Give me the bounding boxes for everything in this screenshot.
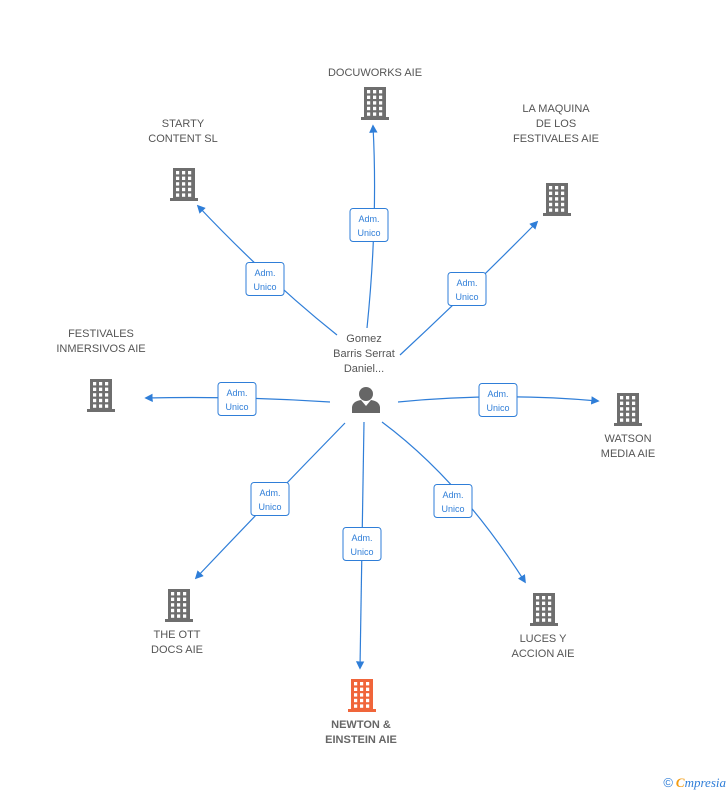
- building-icon: [361, 87, 389, 120]
- nodes-layer: DOCUWORKS AIE STARTY CONTENT SL LA MAQUINA D…: [56, 67, 655, 746]
- edge-label-text: Adm.: [442, 490, 463, 500]
- company-name-line: FESTIVALES: [68, 328, 134, 340]
- edge-label-box: [245, 262, 285, 296]
- company-name-line: MEDIA AIE: [601, 448, 655, 460]
- company-name-line: INMERSIVOS AIE: [56, 343, 145, 355]
- edge-label-box: [250, 482, 290, 516]
- company-node-newton[interactable]: NEWTON & EINSTEIN AIE: [325, 679, 397, 746]
- footer-brand[interactable]: ©Cmpresia: [663, 775, 726, 791]
- building-icon: [530, 593, 558, 626]
- edge-label-text: Unico: [455, 292, 478, 302]
- edge-label-inmersivos[interactable]: Adm. Unico: [217, 382, 257, 416]
- edge-label-text: Adm.: [351, 533, 372, 543]
- edge-label-docuworks[interactable]: Adm. Unico: [349, 208, 389, 242]
- company-node-docuworks[interactable]: DOCUWORKS AIE: [328, 67, 422, 120]
- company-node-inmersivos[interactable]: FESTIVALES INMERSIVOS AIE: [56, 328, 146, 412]
- person-name-line: Daniel...: [344, 363, 384, 375]
- edge-label-ott[interactable]: Adm. Unico: [250, 482, 290, 516]
- edge-label-text: Adm.: [487, 389, 508, 399]
- edge-label-text: Unico: [350, 547, 373, 557]
- company-name-line: DE LOS: [536, 118, 576, 130]
- edge-label-text: Adm.: [456, 278, 477, 288]
- edge-label-text: Unico: [225, 402, 248, 412]
- company-name-line: DOCUWORKS AIE: [328, 67, 422, 79]
- edge-label-box: [478, 383, 518, 417]
- person-icon: [352, 387, 380, 413]
- brand-logo-text: mpresia: [684, 775, 726, 790]
- building-icon: [348, 679, 376, 712]
- company-name-line: WATSON: [604, 433, 651, 445]
- edge-label-starty[interactable]: Adm. Unico: [245, 262, 285, 296]
- edge-label-text: Unico: [253, 282, 276, 292]
- edge-label-text: Adm.: [358, 214, 379, 224]
- edge-label-box: [217, 382, 257, 416]
- company-name-line: DOCS AIE: [151, 644, 203, 656]
- company-node-starty[interactable]: STARTY CONTENT SL: [148, 118, 218, 201]
- edge-label-text: Unico: [258, 502, 281, 512]
- building-icon: [614, 393, 642, 426]
- company-name-line: LUCES Y: [520, 633, 568, 645]
- company-node-maquina[interactable]: LA MAQUINA DE LOS FESTIVALES AIE: [513, 103, 599, 216]
- company-name-line: EINSTEIN AIE: [325, 734, 397, 746]
- edge-label-text: Adm.: [259, 488, 280, 498]
- copyright-symbol: ©: [663, 775, 673, 790]
- company-node-ott[interactable]: THE OTT DOCS AIE: [151, 589, 203, 656]
- building-icon: [87, 379, 115, 412]
- person-name-line: Barris Serrat: [333, 348, 395, 360]
- edge-label-luces[interactable]: Adm. Unico: [433, 484, 473, 518]
- building-icon: [543, 183, 571, 216]
- company-name-line: STARTY: [162, 118, 205, 130]
- company-name-line: NEWTON &: [331, 719, 391, 731]
- company-name-line: FESTIVALES AIE: [513, 133, 599, 145]
- edge-label-newton[interactable]: Adm. Unico: [342, 527, 382, 561]
- edge-label-box: [447, 272, 487, 306]
- edge-label-text: Adm.: [226, 388, 247, 398]
- edge-label-text: Unico: [486, 403, 509, 413]
- company-node-luces[interactable]: LUCES Y ACCION AIE: [512, 593, 575, 660]
- building-icon: [170, 168, 198, 201]
- company-name-line: CONTENT SL: [148, 133, 217, 145]
- person-name-line: Gomez: [346, 333, 381, 345]
- edge-label-watson[interactable]: Adm. Unico: [478, 383, 518, 417]
- brand-logo-initial: C: [675, 775, 685, 790]
- company-name-line: THE OTT: [153, 629, 200, 641]
- edge-label-maquina[interactable]: Adm. Unico: [447, 272, 487, 306]
- building-icon: [165, 589, 193, 622]
- edge-label-text: Adm.: [254, 268, 275, 278]
- edge-label-box: [349, 208, 389, 242]
- company-name-line: LA MAQUINA: [522, 103, 590, 115]
- edge-label-text: Unico: [357, 228, 380, 238]
- company-node-watson[interactable]: WATSON MEDIA AIE: [601, 393, 655, 460]
- edge-label-box: [433, 484, 473, 518]
- company-name-line: ACCION AIE: [512, 648, 575, 660]
- edge-label-box: [342, 527, 382, 561]
- edge-label-text: Unico: [441, 504, 464, 514]
